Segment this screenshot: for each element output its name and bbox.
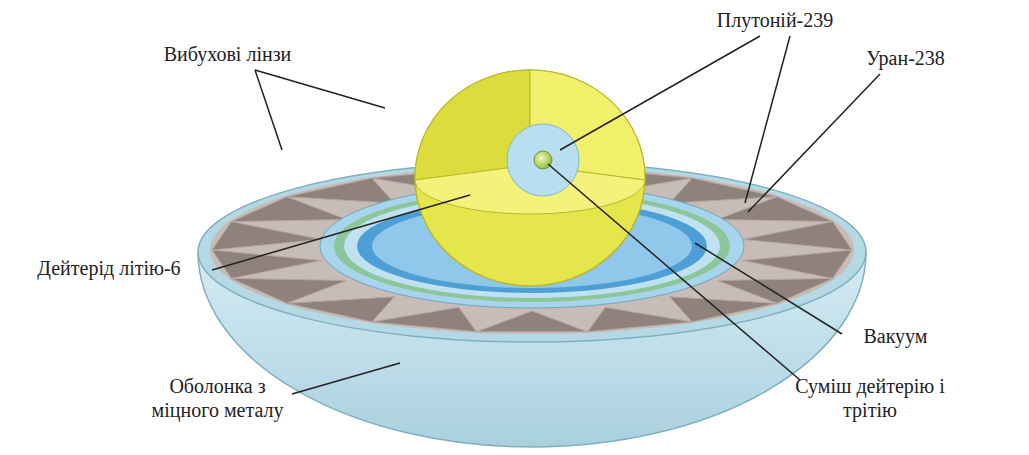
lens-triangle (212, 222, 321, 250)
dt-core (534, 151, 552, 169)
lens-triangle (670, 297, 778, 322)
lens-triangle (372, 307, 476, 331)
leader-line (745, 36, 790, 203)
leader-line (548, 164, 800, 380)
lens-triangle (717, 197, 832, 222)
part-label: Дейтерід літію-6 (4, 256, 214, 280)
leader-line (695, 243, 842, 334)
part-label: Вакуум (843, 324, 948, 348)
lens-triangle (743, 250, 852, 278)
lens-triangle (588, 307, 692, 331)
leader-line (748, 74, 880, 212)
plutonium-core (507, 124, 579, 196)
leader-lines (212, 36, 880, 394)
leader-line (255, 70, 385, 108)
leader-line (560, 36, 760, 150)
lens-triangle (287, 178, 395, 203)
part-label: Уран-238 (848, 46, 963, 70)
leader-line (212, 195, 470, 270)
part-label: Вибухові лінзи (140, 42, 315, 66)
lithium-deuteride-sphere (415, 70, 645, 286)
lens-triangle (476, 311, 587, 332)
part-label: Плутоній-239 (695, 8, 855, 32)
part-label: Оболонка з міцного металу (135, 374, 300, 422)
lens-triangle (743, 222, 852, 250)
lens-triangle (287, 297, 395, 322)
lens-triangle (717, 278, 832, 303)
leader-line (255, 70, 282, 150)
leader-line (292, 363, 400, 394)
lens-triangle (231, 197, 346, 222)
lens-triangle (231, 278, 346, 303)
lens-triangle (670, 178, 778, 203)
part-label: Суміш дейтерію і трітію (795, 374, 945, 422)
